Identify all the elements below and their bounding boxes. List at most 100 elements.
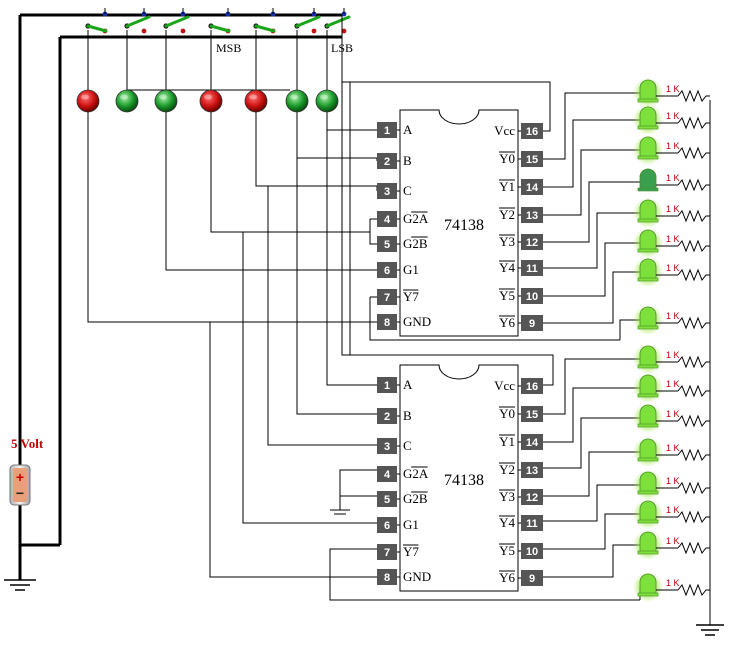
chip-name: 74138 [444,217,484,234]
pin-name: Y4 [499,260,515,275]
wire [543,242,640,297]
input-led-green [315,89,339,113]
pin-name: Y3 [499,489,515,504]
pin-name: A [403,377,413,392]
wire [296,112,378,161]
pin-number: 1 [384,380,390,392]
resistor-label: 1 K [666,578,680,588]
resistor [677,414,710,428]
pin-name: Y1 [499,434,515,449]
wiring [87,15,641,601]
pin-number: 16 [526,126,538,138]
resistor [677,239,710,253]
pin-number: 7 [384,547,390,559]
input-led-green [154,89,178,113]
pin-number: 1 [384,125,390,137]
pin-name: GND [403,314,431,329]
led-body [639,438,657,460]
dip-switch-bank[interactable] [85,8,351,37]
pin-name: Y0 [499,151,515,166]
chip-body [399,364,519,592]
pin-number: 11 [526,518,538,530]
pin-number: 6 [384,265,390,277]
toggle-switch[interactable] [294,8,321,37]
pin-name: Y2 [499,207,515,222]
wire [326,112,377,131]
input-led-red [244,89,268,113]
output-led: 1 K [633,78,710,108]
led-body [639,258,657,280]
led-body [639,345,657,367]
wire [209,322,377,578]
led-body [639,404,657,426]
input-led-row [76,89,339,113]
wire [543,544,640,578]
pin-number: 15 [526,154,538,166]
resistor [677,510,710,524]
chip-pin-9: 9Y6 [499,570,543,586]
wire [210,112,377,245]
pin-number: 13 [526,465,538,477]
chip-body [399,109,519,337]
output-led: 1 K [633,135,710,165]
output-led: 1 K [633,105,710,135]
resistor [677,178,710,192]
led-body [639,306,657,328]
pin-number: 3 [384,441,390,453]
chip-pin-16: 16 Vcc [494,123,543,139]
output-led: 1 K [633,437,710,467]
toggle-switch[interactable] [208,8,231,37]
wire [543,181,640,243]
led-body [639,229,657,251]
output-led: 1 K [637,168,710,192]
toggle-switch[interactable] [163,8,190,37]
pin-number: 4 [384,214,391,226]
output-led: 1 K [633,344,710,374]
toggle-switch[interactable] [85,8,108,37]
battery-icon: + − [9,464,31,506]
pin-number: 8 [384,572,390,584]
svg-text:−: − [16,485,24,501]
wire [165,112,377,271]
resistor [677,355,710,369]
svg-text:+: + [16,469,24,485]
output-led: 1 K [633,257,710,287]
pin-name: G1 [403,517,419,532]
resistor [677,541,710,555]
output-led: 1 K [633,198,710,228]
pin-name: A [403,122,413,137]
output-led: 1 K [633,228,710,258]
resistor-label: 1 K [666,505,680,515]
toggle-switch[interactable] [253,8,276,37]
supply-label: 5 Volt [11,436,44,451]
pin-number: 15 [526,409,538,421]
toggle-switch[interactable] [324,8,351,37]
pin-name: G2B [403,491,428,506]
pin-name: Y5 [499,288,515,303]
resistor [677,146,710,160]
resistor-label: 1 K [666,311,680,321]
toggle-switch[interactable] [124,8,151,37]
resistor-label: 1 K [666,443,680,453]
pin-name: B [403,153,412,168]
wire [341,15,551,132]
pin-name: G2B [403,236,428,251]
pin-name: Y3 [499,234,515,249]
msb-label: MSB [216,41,241,55]
pin-name: Vcc [494,123,515,138]
